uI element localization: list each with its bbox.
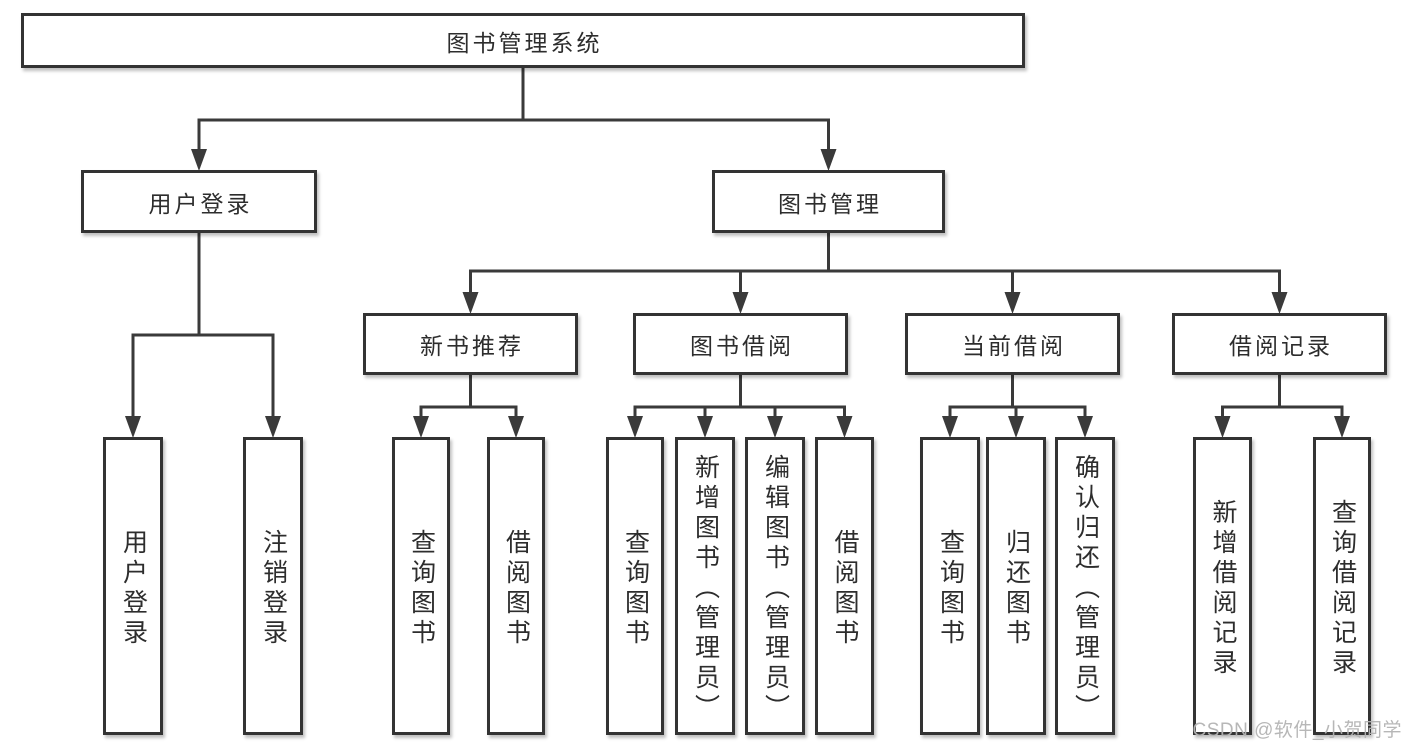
node-box-leaf-edit-book: 编辑图书（管理员） [745,437,805,735]
node-label-current-borrow: 当前借阅 [962,333,1066,359]
node-label-leaf-query-book-3: 查询图书 [936,528,965,649]
node-label-leaf-logout: 注销登录 [259,528,288,649]
arrowhead-icon [1004,292,1021,314]
node-label-leaf-query-book-1: 查询图书 [407,528,436,649]
node-box-leaf-add-book: 新增图书（管理员） [675,437,735,735]
node-box-book-borrow: 图书借阅 [633,313,848,375]
arrowhead-icon [462,292,479,314]
arrowhead-icon [1077,416,1093,438]
node-label-leaf-return-book: 归还图书 [1002,528,1031,649]
node-box-current-borrow: 当前借阅 [905,313,1120,375]
arrowhead-icon [125,416,141,438]
arrowhead-icon [1214,416,1231,438]
node-label-borrow-records: 借阅记录 [1229,333,1333,359]
node-label-leaf-edit-book: 编辑图书（管理员） [761,453,790,724]
node-label-leaf-query-book-2: 查询图书 [621,528,650,649]
arrowhead-icon [732,292,749,314]
node-box-book-management: 图书管理 [712,170,945,233]
arrowhead-icon [508,416,524,438]
node-box-borrow-records: 借阅记录 [1172,313,1387,375]
node-label-leaf-borrow-book-2: 借阅图书 [831,528,859,649]
node-label-root: 图书管理系统 [446,29,603,56]
arrowhead-icon [836,416,853,438]
node-label-leaf-query-borrow-record: 查询借阅记录 [1328,498,1357,679]
node-label-user-login: 用户登录 [148,190,253,217]
node-box-root: 图书管理系统 [21,13,1025,68]
arrowhead-icon [1008,416,1024,438]
arrowhead-icon [191,149,207,171]
node-box-leaf-confirm-return: 确认归还（管理员） [1055,437,1115,735]
node-box-leaf-query-book-1: 查询图书 [392,437,450,735]
node-box-leaf-query-book-3: 查询图书 [920,437,980,735]
arrowhead-icon [942,416,958,438]
node-label-new-book-recommend: 新书推荐 [420,333,524,359]
node-label-leaf-user-login: 用户登录 [119,528,148,649]
arrowhead-icon [413,416,429,438]
arrowhead-icon [1271,292,1288,314]
node-box-leaf-borrow-book-2: 借阅图书 [815,437,874,735]
arrowhead-icon [767,416,783,438]
arrowhead-icon [820,149,837,171]
node-label-book-management: 图书管理 [778,190,882,217]
node-box-new-book-recommend: 新书推荐 [363,313,578,375]
node-box-leaf-query-book-2: 查询图书 [606,437,664,735]
node-label-leaf-add-borrow-record: 新增借阅记录 [1209,498,1237,679]
arrowhead-icon [697,416,713,438]
node-box-leaf-query-borrow-record: 查询借阅记录 [1313,437,1371,735]
node-box-leaf-add-borrow-record: 新增借阅记录 [1193,437,1252,735]
arrowhead-icon [1334,416,1350,438]
arrowhead-icon [627,416,643,438]
node-box-leaf-user-login: 用户登录 [103,437,163,735]
node-label-book-borrow: 图书借阅 [690,333,794,359]
node-box-leaf-return-book: 归还图书 [986,437,1046,735]
node-label-leaf-confirm-return: 确认归还（管理员） [1071,453,1100,724]
node-label-leaf-borrow-book-1: 借阅图书 [502,528,531,649]
node-label-leaf-add-book: 新增图书（管理员） [691,453,720,724]
watermark: CSDN @软件_小贺同学 [1192,720,1402,741]
node-box-leaf-logout: 注销登录 [243,437,303,735]
node-box-leaf-borrow-book-1: 借阅图书 [487,437,545,735]
node-box-user-login: 用户登录 [81,170,317,233]
arrowhead-icon [265,416,281,438]
